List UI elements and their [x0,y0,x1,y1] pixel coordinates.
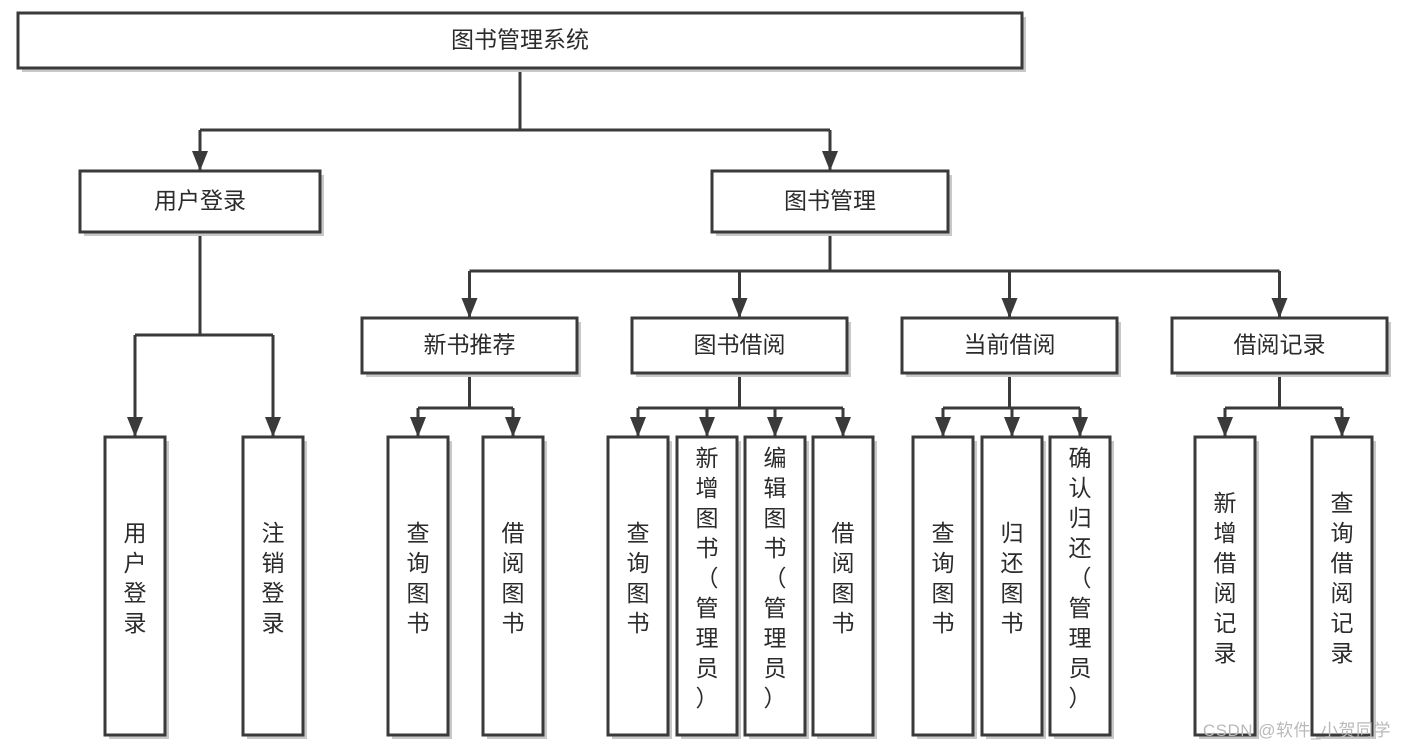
node-rect [241,435,305,737]
node-rect [360,316,579,375]
node-rect [1310,435,1374,737]
node-level2[interactable]: 新书推荐 [360,316,581,377]
node-rect [811,435,875,737]
node-label: 查询图书 [407,520,430,636]
node-label: 新书推荐 [424,332,516,358]
node-rect [481,435,545,737]
node-label: 查询借阅记录 [1331,490,1354,666]
node-leaf[interactable]: 查询图书 [606,435,672,739]
node-label: 借阅记录 [1234,332,1326,358]
arrow-head-icon [835,417,851,437]
node-label: 查询图书 [627,520,650,636]
node-label: 归还图书 [1001,520,1024,636]
node-rect [78,169,322,234]
arrow-head-icon [127,417,143,437]
node-label: 编辑图书（管理员） [764,445,787,711]
node-label: 借阅图书 [502,520,525,636]
node-label: 借阅图书 [832,520,855,636]
arrow-head-icon [767,417,783,437]
node-leaf[interactable]: 用户登录 [103,435,169,739]
node-leaf[interactable]: 查询借阅记录 [1310,435,1376,739]
arrow-head-icon [265,417,281,437]
connectors-layer [127,68,1350,437]
node-leaf[interactable]: 新增图书（管理员） [675,435,741,739]
node-rect [710,169,950,234]
node-label: 确认归还（管理员） [1069,445,1092,711]
node-rect [630,316,849,375]
node-level1[interactable]: 图书管理 [710,169,952,236]
arrow-head-icon [505,417,521,437]
node-leaf[interactable]: 注销登录 [241,435,307,739]
node-leaf[interactable]: 借阅图书 [811,435,877,739]
node-rect [911,435,975,737]
node-rect [606,435,670,737]
node-rect [386,435,450,737]
node-level1[interactable]: 用户登录 [78,169,324,236]
node-rect [675,435,739,737]
node-rect [980,435,1044,737]
node-label: 用户登录 [154,188,246,214]
node-label: 图书借阅 [694,332,786,358]
node-leaf[interactable]: 归还图书 [980,435,1046,739]
node-level2[interactable]: 当前借阅 [900,316,1121,377]
arrow-head-icon [1334,417,1350,437]
arrow-head-icon [1072,417,1088,437]
arrow-head-icon [410,417,426,437]
node-level2[interactable]: 图书借阅 [630,316,851,377]
node-leaf[interactable]: 编辑图书（管理员） [743,435,809,739]
arrow-head-icon [935,417,951,437]
node-rect [1170,316,1389,375]
node-rect [1048,435,1112,737]
node-leaf[interactable]: 新增借阅记录 [1193,435,1259,739]
node-rect [103,435,167,737]
arrow-head-icon [1004,417,1020,437]
arrow-head-icon [192,151,208,171]
arrow-head-icon [630,417,646,437]
node-label: 新增借阅记录 [1214,490,1237,666]
node-label: 图书管理 [784,188,876,214]
node-rect [900,316,1119,375]
node-label: 新增图书（管理员） [696,445,719,711]
node-leaf[interactable]: 查询图书 [911,435,977,739]
arrow-head-icon [1217,417,1233,437]
arrow-head-icon [822,151,838,171]
node-rect [1193,435,1257,737]
node-label: 用户登录 [124,520,147,636]
arrow-head-icon [699,417,715,437]
node-leaf[interactable]: 借阅图书 [481,435,547,739]
arrow-head-icon [461,298,478,318]
arrow-head-icon [1271,298,1288,318]
node-label: 图书管理系统 [451,27,589,53]
arrow-head-icon [731,298,748,318]
node-leaf[interactable]: 查询图书 [386,435,452,739]
node-label: 注销登录 [262,520,285,636]
node-label: 当前借阅 [964,332,1056,358]
nodes-layer: 图书管理系统用户登录图书管理新书推荐图书借阅当前借阅借阅记录用户登录注销登录查询… [16,11,1391,739]
node-rect [16,11,1024,70]
node-rect [743,435,807,737]
node-level2[interactable]: 借阅记录 [1170,316,1391,377]
node-label: 查询图书 [932,520,955,636]
node-root[interactable]: 图书管理系统 [16,11,1026,72]
arrow-head-icon [1001,298,1018,318]
node-leaf[interactable]: 确认归还（管理员） [1048,435,1114,739]
